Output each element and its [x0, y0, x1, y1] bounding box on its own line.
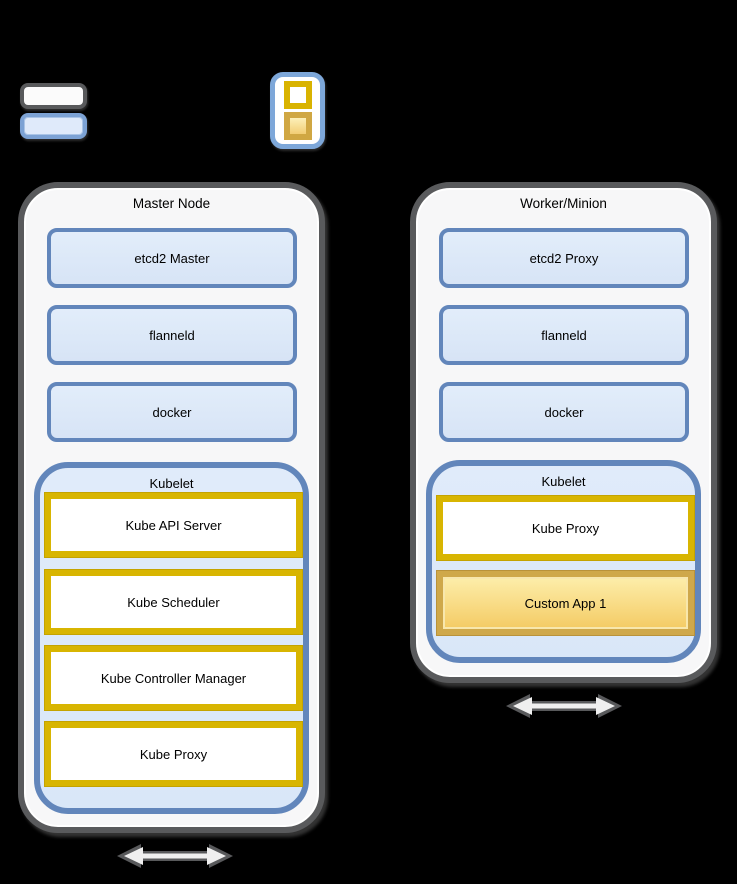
pod-kube-api-server: Kube API Server — [45, 493, 302, 557]
master-kubelet-title: Kubelet — [149, 476, 194, 491]
worker-kubelet-group: Kubelet Kube Proxy Custom App 1 — [426, 460, 701, 663]
component-etcd2-master: etcd2 Master — [47, 228, 297, 288]
legend-pod-custom-container-icon — [283, 112, 312, 140]
pod-kube-proxy-worker: Kube Proxy — [437, 496, 694, 560]
master-node: Master Node etcd2 Master flanneld docker… — [18, 182, 325, 833]
component-flanneld-master: flanneld — [47, 305, 297, 365]
worker-network-arrow-icon — [506, 694, 622, 718]
pod-custom-app-1: Custom App 1 — [437, 571, 694, 635]
worker-node: Worker/Minion etcd2 Proxy flanneld docke… — [410, 182, 717, 683]
pod-kube-proxy-master: Kube Proxy — [45, 722, 302, 786]
worker-node-title: Worker/Minion — [520, 196, 607, 211]
pod-kube-scheduler: Kube Scheduler — [45, 570, 302, 634]
component-etcd2-proxy: etcd2 Proxy — [439, 228, 689, 288]
pod-kube-controller-manager: Kube Controller Manager — [45, 646, 302, 710]
master-node-title: Master Node — [132, 196, 211, 211]
worker-kubelet-title: Kubelet — [541, 474, 586, 489]
master-kubelet-group: Kubelet Kube API Server Kube Scheduler K… — [34, 462, 309, 814]
component-docker-worker: docker — [439, 382, 689, 442]
legend-pod-icon — [270, 72, 325, 149]
component-flanneld-worker: flanneld — [439, 305, 689, 365]
legend-host-rect-icon — [20, 83, 87, 109]
legend-pod-container-icon — [283, 81, 312, 109]
legend-container-rect-icon — [20, 113, 87, 139]
master-network-arrow-icon — [117, 844, 233, 868]
component-docker-master: docker — [47, 382, 297, 442]
